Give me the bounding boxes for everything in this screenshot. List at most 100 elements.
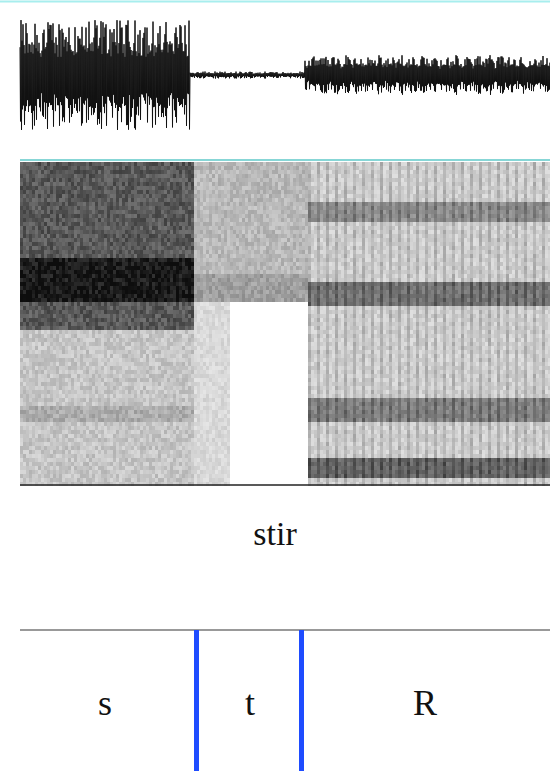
spectrogram-cell <box>38 218 41 222</box>
spectrogram-cell <box>20 382 23 386</box>
spectrogram-cell <box>53 242 56 246</box>
spectrogram-cell <box>62 274 65 278</box>
spectrogram-cell <box>71 302 74 306</box>
spectrogram-cell <box>71 206 74 210</box>
spectrogram-cell <box>59 314 62 318</box>
spectrogram-cell <box>56 282 59 286</box>
spectrogram-cell <box>77 406 80 410</box>
spectrogram-cell <box>74 454 77 458</box>
spectrogram-cell <box>35 434 38 438</box>
spectrogram-cell <box>56 310 59 314</box>
spectrogram-cell <box>77 230 80 234</box>
spectrogram-cell <box>41 398 44 402</box>
spectrogram-cell <box>74 278 77 282</box>
spectrogram-cell <box>44 422 47 426</box>
spectrogram-cell <box>47 258 50 262</box>
spectrogram-cell <box>50 374 53 378</box>
spectrogram-cell <box>47 174 50 178</box>
spectrogram-cell <box>35 454 38 458</box>
spectrogram-cell <box>47 198 50 202</box>
spectrogram-cell <box>32 318 35 322</box>
spectrogram-cell <box>23 266 26 270</box>
spectrogram-cell <box>71 294 74 298</box>
spectrogram-cell <box>89 350 92 354</box>
spectrogram-cell <box>47 314 50 318</box>
spectrogram-cell <box>38 406 41 410</box>
spectrogram-cell <box>38 206 41 210</box>
spectrogram-cell <box>89 162 92 166</box>
spectrogram-cell <box>89 182 92 186</box>
spectrogram-cell <box>74 346 77 350</box>
spectrogram-cell <box>53 342 56 346</box>
spectrogram-cell <box>47 390 50 394</box>
spectrogram-cell <box>50 242 53 246</box>
spectrogram-cell <box>74 274 77 278</box>
spectrogram-cell <box>83 182 86 186</box>
spectrogram-cell <box>77 458 80 462</box>
spectrogram-cell <box>38 198 41 202</box>
spectrogram-cell <box>89 406 92 410</box>
spectrogram-cell <box>26 306 29 310</box>
spectrogram-cell <box>35 422 38 426</box>
spectrogram-cell <box>35 326 38 330</box>
spectrogram-cell <box>41 202 44 206</box>
spectrogram-cell <box>38 250 41 254</box>
spectrogram-cell <box>29 166 32 170</box>
spectrogram-cell <box>29 322 32 326</box>
spectrogram-cell <box>50 218 53 222</box>
spectrogram-cell <box>41 434 44 438</box>
spectrogram-cell <box>59 374 62 378</box>
spectrogram-cell <box>92 310 95 314</box>
spectrogram-cell <box>86 286 89 290</box>
spectrogram-cell <box>77 222 80 226</box>
spectrogram-cell <box>86 442 89 446</box>
spectrogram-cell <box>71 250 74 254</box>
spectrogram-cell <box>65 366 68 370</box>
spectrogram-cell <box>44 326 47 330</box>
spectrogram-cell <box>35 302 38 306</box>
spectrogram-cell <box>77 214 80 218</box>
spectrogram-cell <box>41 402 44 406</box>
spectrogram-cell <box>38 386 41 390</box>
spectrogram-cell <box>65 266 68 270</box>
spectrogram-cell <box>38 246 41 250</box>
spectrogram-cell <box>35 194 38 198</box>
spectrogram-cell <box>68 182 71 186</box>
spectrogram-cell <box>29 206 32 210</box>
spectrogram-cell <box>92 170 95 174</box>
spectrogram-cell <box>50 274 53 278</box>
spectrogram-cell <box>68 310 71 314</box>
spectrogram-cell <box>32 314 35 318</box>
spectrogram-cell <box>44 238 47 242</box>
spectrogram-cell <box>56 226 59 230</box>
spectrogram-cell <box>56 270 59 274</box>
spectrogram <box>20 162 550 486</box>
spectrogram-cell <box>74 430 77 434</box>
spectrogram-cell <box>32 358 35 362</box>
spectrogram-cell <box>35 278 38 282</box>
spectrogram-cell <box>29 302 32 306</box>
spectrogram-cell <box>77 238 80 242</box>
spectrogram-cell <box>74 222 77 226</box>
spectrogram-cell <box>74 470 77 474</box>
spectrogram-cell <box>20 186 23 190</box>
spectrogram-cell <box>71 246 74 250</box>
spectrogram-cell <box>71 186 74 190</box>
spectrogram-cell <box>65 302 68 306</box>
spectrogram-cell <box>56 330 59 334</box>
spectrogram-cell <box>38 306 41 310</box>
spectrogram-cell <box>26 342 29 346</box>
spectrogram-cell <box>35 342 38 346</box>
spectrogram-cell <box>62 258 65 262</box>
spectrogram-cell <box>89 166 92 170</box>
spectrogram-cell <box>50 474 53 478</box>
spectrogram-cell <box>50 206 53 210</box>
spectrogram-cell <box>62 326 65 330</box>
spectrogram-cell <box>83 310 86 314</box>
spectrogram-cell <box>77 398 80 402</box>
spectrogram-cell <box>20 438 23 442</box>
spectrogram-cell <box>74 450 77 454</box>
spectrogram-cell <box>38 214 41 218</box>
spectrogram-cell <box>92 282 95 286</box>
spectrogram-cell <box>68 162 71 166</box>
